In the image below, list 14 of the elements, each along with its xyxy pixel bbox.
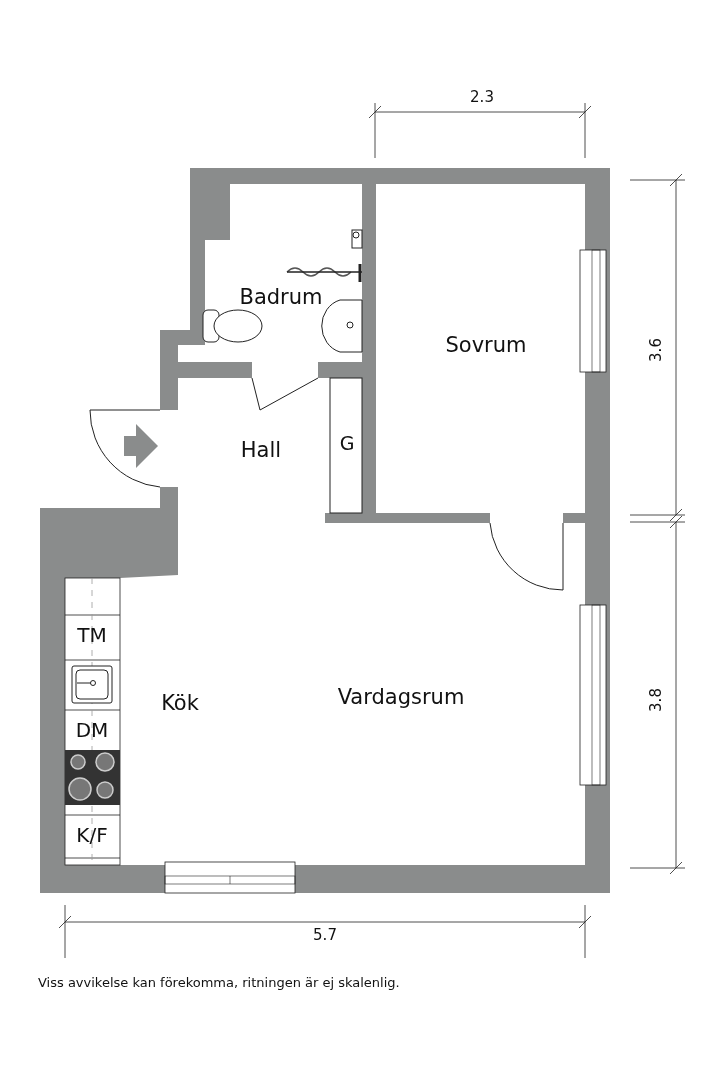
dimension-label: 2.3 xyxy=(470,89,494,105)
disclaimer-note: Viss avvikelse kan förekomma, ritningen är ej skalenlig. xyxy=(38,976,400,989)
room-label: Sovrum xyxy=(445,334,527,356)
dimension-label: 5.7 xyxy=(313,927,337,943)
appliance-label: DM xyxy=(75,720,109,740)
room-label: G xyxy=(339,433,355,453)
appliance-label: K/F xyxy=(76,825,108,845)
dimension-label: 3.8 xyxy=(648,688,664,712)
room-label: Vardagsrum xyxy=(337,686,465,708)
room-label: Badrum xyxy=(239,286,323,308)
room-label: Hall xyxy=(240,439,282,461)
room-label: Kök xyxy=(161,692,199,714)
dimension-label: 3.6 xyxy=(648,338,664,362)
appliance-label: TM xyxy=(77,625,107,645)
